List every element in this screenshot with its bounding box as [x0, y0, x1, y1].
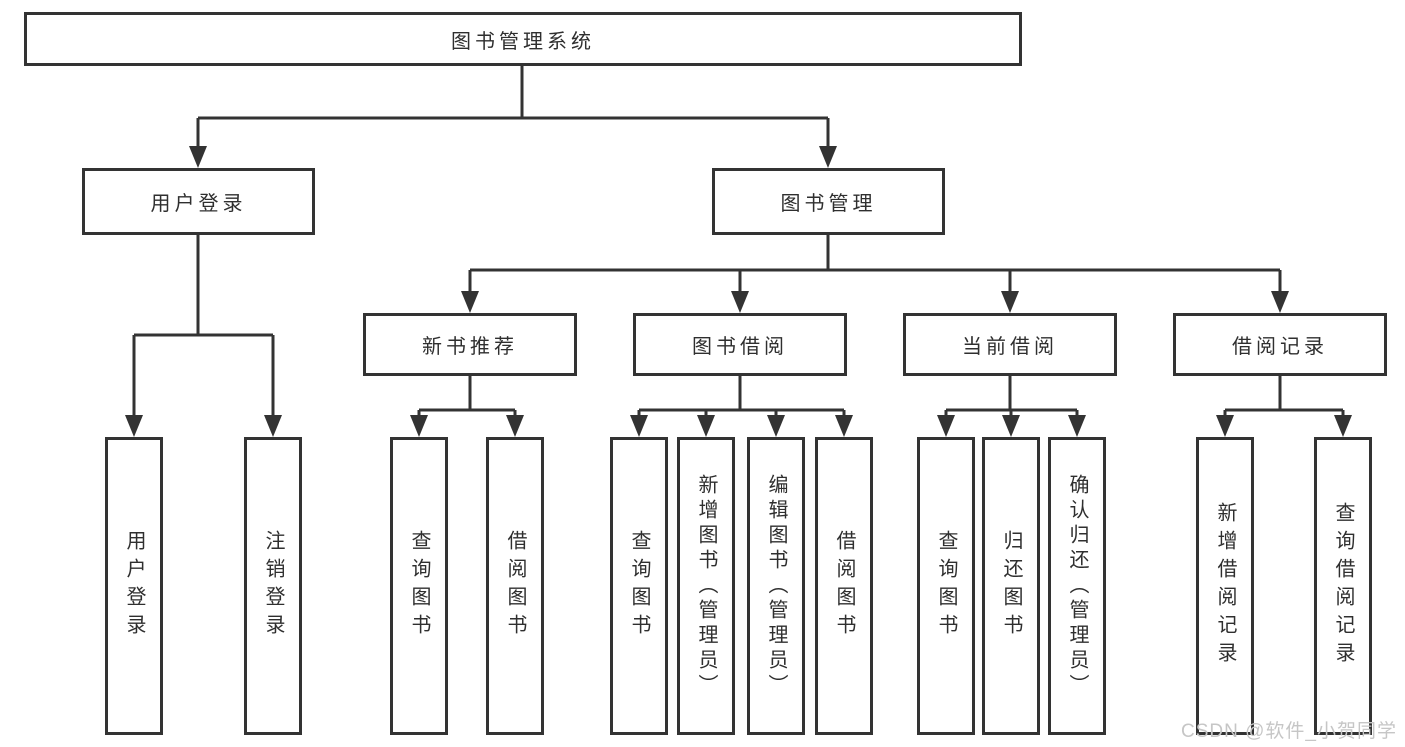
node-root: 图书管理系统: [24, 12, 1022, 66]
node-leaf-br-add-record: 新增借阅记录: [1196, 437, 1254, 735]
arrow-down-icon: [1216, 415, 1234, 437]
arrow-down-icon: [1271, 291, 1289, 313]
node-leaf-cb-return-book-label: 归还图书: [1000, 530, 1022, 642]
node-leaf-bb-edit-book: 编辑图书（管理员）: [747, 437, 805, 735]
arrow-down-icon: [125, 415, 143, 437]
node-leaf-br-query-record-label: 查询借阅记录: [1332, 502, 1354, 670]
node-leaf-bb-add-book-label: 新增图书（管理员）: [695, 473, 717, 699]
arrow-down-icon: [819, 146, 837, 168]
node-book-management-label: 图书管理: [780, 193, 877, 215]
node-leaf-br-add-record-label: 新增借阅记录: [1214, 502, 1236, 670]
arrow-down-icon: [506, 415, 524, 437]
node-leaf-bb-query-book-label: 查询图书: [628, 530, 650, 642]
node-leaf-bb-query-book: 查询图书: [610, 437, 668, 735]
arrow-down-icon: [1068, 415, 1086, 437]
csdn-watermark: CSDN @软件_小贺同学: [1181, 721, 1397, 742]
node-borrow-record-label: 借阅记录: [1232, 336, 1328, 358]
node-leaf-cb-confirm-return-label: 确认归还（管理员）: [1066, 473, 1088, 699]
arrow-down-icon: [1001, 291, 1019, 313]
node-current-borrow-label: 当前借阅: [962, 336, 1058, 358]
node-borrow-record: 借阅记录: [1173, 313, 1387, 376]
node-user-login-group: 用户登录: [82, 168, 315, 235]
node-leaf-cb-query-book: 查询图书: [917, 437, 975, 735]
arrow-down-icon: [835, 415, 853, 437]
arrow-down-icon: [1334, 415, 1352, 437]
node-current-borrow: 当前借阅: [903, 313, 1117, 376]
node-new-book-recommend-label: 新书推荐: [422, 336, 518, 358]
node-leaf-logout-label: 注销登录: [262, 530, 284, 642]
node-leaf-cb-return-book: 归还图书: [982, 437, 1040, 735]
node-leaf-nbr-query-book-label: 查询图书: [408, 530, 430, 642]
arrow-down-icon: [630, 415, 648, 437]
node-leaf-user-login-label: 用户登录: [123, 530, 145, 642]
arrow-down-icon: [697, 415, 715, 437]
node-leaf-cb-confirm-return: 确认归还（管理员）: [1048, 437, 1106, 735]
node-leaf-user-login: 用户登录: [105, 437, 163, 735]
node-book-management: 图书管理: [712, 168, 945, 235]
arrow-down-icon: [461, 291, 479, 313]
node-book-borrow: 图书借阅: [633, 313, 847, 376]
node-book-borrow-label: 图书借阅: [692, 336, 788, 358]
node-leaf-nbr-borrow-book: 借阅图书: [486, 437, 544, 735]
node-new-book-recommend: 新书推荐: [363, 313, 577, 376]
arrowheads: [125, 146, 1352, 437]
arrow-down-icon: [1002, 415, 1020, 437]
node-leaf-br-query-record: 查询借阅记录: [1314, 437, 1372, 735]
node-leaf-nbr-query-book: 查询图书: [390, 437, 448, 735]
arrow-down-icon: [767, 415, 785, 437]
arrow-down-icon: [264, 415, 282, 437]
arrow-down-icon: [937, 415, 955, 437]
node-root-label: 图书管理系统: [451, 30, 595, 53]
arrow-down-icon: [731, 291, 749, 313]
node-leaf-bb-add-book: 新增图书（管理员）: [677, 437, 735, 735]
node-leaf-nbr-borrow-book-label: 借阅图书: [504, 530, 526, 642]
node-leaf-bb-borrow-book-label: 借阅图书: [833, 530, 855, 642]
node-leaf-bb-borrow-book: 借阅图书: [815, 437, 873, 735]
arrow-down-icon: [410, 415, 428, 437]
node-leaf-logout: 注销登录: [244, 437, 302, 735]
node-user-login-group-label: 用户登录: [150, 193, 247, 215]
node-leaf-bb-edit-book-label: 编辑图书（管理员）: [765, 473, 787, 699]
node-leaf-cb-query-book-label: 查询图书: [935, 530, 957, 642]
arrow-down-icon: [189, 146, 207, 168]
